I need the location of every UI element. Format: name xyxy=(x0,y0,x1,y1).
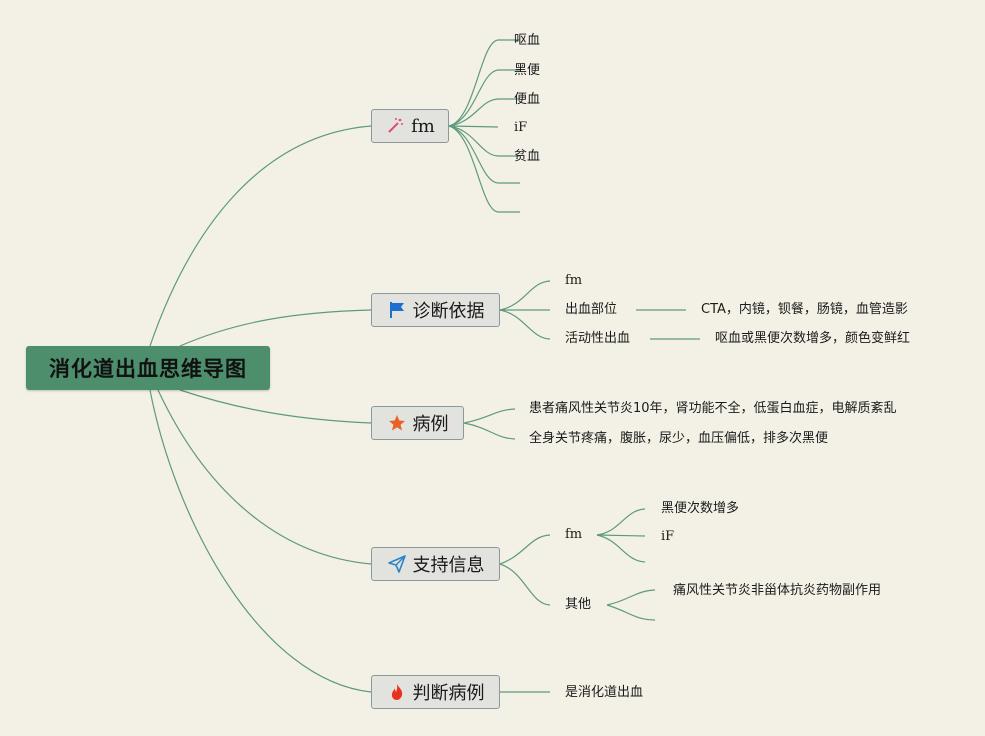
link-root-judge xyxy=(149,389,372,693)
root-node-title[interactable]: 消化道出血思维导图 xyxy=(26,346,270,390)
leaf-conclusion[interactable]: 是消化道出血 xyxy=(565,685,644,700)
branch-node-support[interactable]: 支持信息 xyxy=(371,547,500,581)
leaf-hematemesis[interactable]: 呕血 xyxy=(514,33,541,48)
magic-wand-icon xyxy=(385,116,405,136)
leaf-case-symptoms[interactable]: 全身关节疼痛，腹胀，尿少，血压偏低，排多次黑便 xyxy=(529,431,829,446)
star-icon xyxy=(387,413,407,433)
leaf-if[interactable]: iF xyxy=(514,120,528,135)
leaf-support-if[interactable]: iF xyxy=(661,529,675,544)
branch-node-fm[interactable]: fm xyxy=(371,109,449,143)
branch-node-diagnosis[interactable]: 诊断依据 xyxy=(371,293,500,327)
leaf-other[interactable]: 其他 xyxy=(565,597,592,612)
flag-icon xyxy=(387,300,407,320)
link-root-support xyxy=(157,389,372,565)
leaf-fm[interactable]: fm xyxy=(565,273,583,288)
branch-label: 诊断依据 xyxy=(412,301,485,322)
leaf-hematochezia[interactable]: 便血 xyxy=(514,92,541,107)
leaf-case-history[interactable]: 患者痛风性关节炎10年，肾功能不全，低蛋白血症，电解质紊乱 xyxy=(529,401,897,416)
leaf-melena-increased[interactable]: 黑便次数增多 xyxy=(661,501,740,516)
branch-node-judge[interactable]: 判断病例 xyxy=(371,675,500,709)
branch-label: 病例 xyxy=(412,414,449,435)
leaf-anemia[interactable]: 贫血 xyxy=(514,149,541,164)
leaf-bleeding-site-detail[interactable]: CTA，内镜，钡餐，肠镜，血管造影 xyxy=(701,302,908,317)
link-root-case xyxy=(179,389,372,424)
branch-label: 判断病例 xyxy=(412,683,485,704)
branch-label: 支持信息 xyxy=(412,555,485,576)
branch-node-case[interactable]: 病例 xyxy=(371,406,464,440)
leaf-active-bleeding[interactable]: 活动性出血 xyxy=(565,331,631,346)
paper-plane-icon xyxy=(387,554,407,574)
branch-label: fm xyxy=(411,115,435,137)
leaf-melena[interactable]: 黑便 xyxy=(514,63,541,78)
link-root-diagnosis xyxy=(179,309,372,347)
fire-icon xyxy=(387,682,407,702)
leaf-nsaid-side-effect[interactable]: 痛风性关节炎非甾体抗炎药物副作用 xyxy=(673,583,882,598)
leaf-active-bleeding-detail[interactable]: 呕血或黑便次数增多，颜色变鲜红 xyxy=(715,331,911,346)
leaf-support-fm[interactable]: fm xyxy=(565,527,583,542)
link-root-fm xyxy=(149,125,372,347)
leaf-bleeding-site[interactable]: 出血部位 xyxy=(565,302,618,317)
